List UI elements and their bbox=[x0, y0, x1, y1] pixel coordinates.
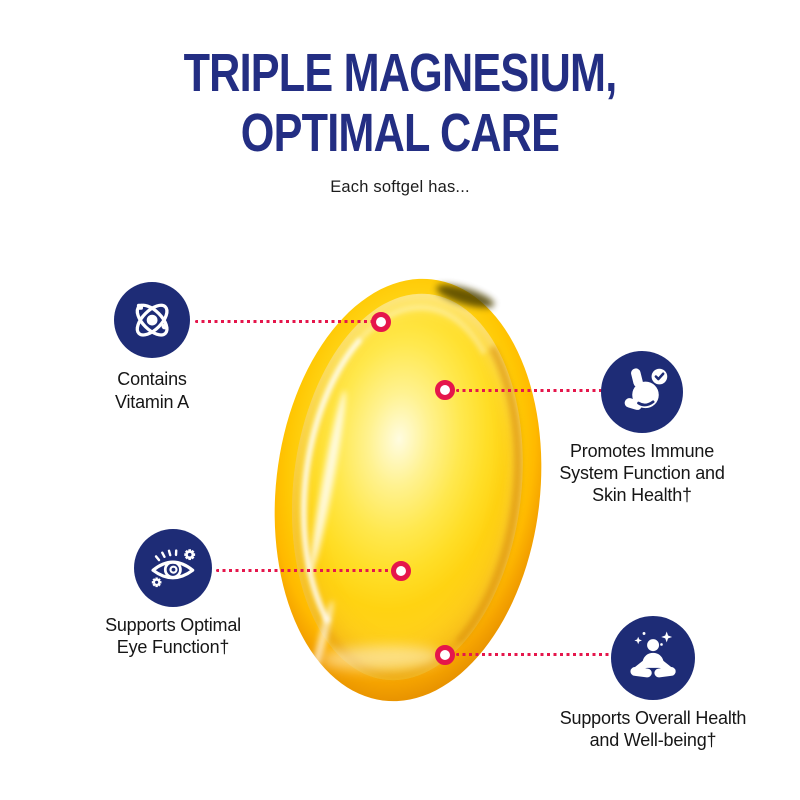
eye-gears-icon bbox=[134, 529, 212, 607]
atom-icon bbox=[114, 282, 190, 358]
callout-label-immune: Promotes Immune System Function and Skin… bbox=[517, 440, 767, 506]
connector-line-immune bbox=[456, 389, 602, 392]
callout-text: System Function and bbox=[559, 463, 725, 483]
capsule-marker-immune bbox=[435, 380, 455, 400]
callout-text: Vitamin A bbox=[115, 392, 189, 412]
capsule-marker-vitamin-a bbox=[371, 312, 391, 332]
subtitle: Each softgel has... bbox=[330, 178, 470, 196]
callout-text: Skin Health† bbox=[592, 485, 692, 505]
connector-line-eye bbox=[216, 569, 392, 572]
capsule-marker-wellbeing bbox=[435, 645, 455, 665]
title-line-1: TRIPLE MAGNESIUM, bbox=[183, 43, 618, 103]
connector-line-vitamin-a bbox=[195, 320, 372, 323]
title-line-2: OPTIMAL CARE bbox=[240, 103, 560, 163]
callout-text: Eye Function† bbox=[116, 637, 230, 657]
meditation-sparkles-icon bbox=[611, 616, 695, 700]
callout-label-wellbeing: Supports Overall Health and Well-being† bbox=[518, 707, 788, 751]
callout-text: Supports Optimal bbox=[105, 615, 241, 635]
stomach-check-icon bbox=[601, 351, 683, 433]
callout-text: and Well-being† bbox=[589, 730, 717, 750]
callout-text: Contains bbox=[117, 369, 187, 389]
callout-label-eye: Supports Optimal Eye Function† bbox=[48, 614, 298, 658]
callout-label-vitamin-a: Contains Vitamin A bbox=[52, 368, 252, 414]
page-title: TRIPLE MAGNESIUM, OPTIMAL CARE bbox=[0, 43, 800, 163]
callout-text: Supports Overall Health bbox=[559, 708, 747, 728]
capsule-marker-eye bbox=[391, 561, 411, 581]
connector-line-wellbeing bbox=[456, 653, 612, 656]
callout-text: Promotes Immune bbox=[569, 441, 715, 461]
